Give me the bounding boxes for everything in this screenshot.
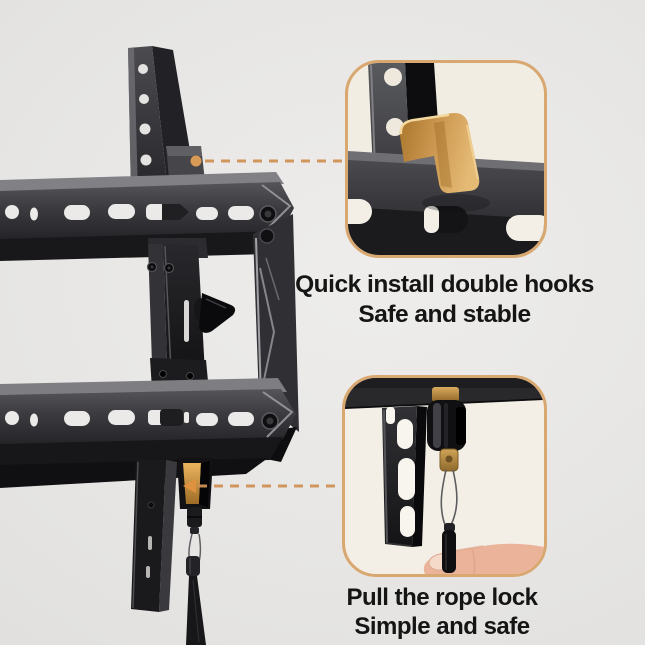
caption-hook: Quick install double hooks Safe and stab… bbox=[262, 270, 627, 330]
rope-lock-cylinder bbox=[427, 387, 466, 532]
top-rail bbox=[0, 172, 294, 261]
gold-hook bbox=[399, 113, 490, 212]
rope-loop bbox=[440, 469, 447, 526]
leader-dot bbox=[190, 155, 202, 167]
callout-hook-detail bbox=[345, 60, 547, 258]
bracket-arm-slots bbox=[382, 406, 427, 547]
caption-rope-lock-line1: Pull the rope lock bbox=[346, 584, 538, 611]
leader-arrow bbox=[183, 479, 196, 493]
caption-rope-lock-line2: Simple and safe bbox=[354, 613, 530, 640]
callout-rope-lock-detail bbox=[342, 375, 547, 577]
tension-knob bbox=[194, 293, 236, 333]
caption-hook-line2: Safe and stable bbox=[358, 301, 531, 328]
caption-hook-line1: Quick install double hooks bbox=[295, 271, 594, 298]
wall-plate-top-arm bbox=[128, 46, 206, 194]
tilt-mechanism bbox=[146, 238, 236, 394]
leader-top bbox=[190, 155, 344, 167]
hand-pulling bbox=[423, 543, 544, 574]
pull-tab bbox=[442, 530, 456, 573]
hook-detail-art bbox=[348, 63, 544, 255]
leader-bottom bbox=[183, 479, 341, 493]
caption-rope-lock: Pull the rope lock Simple and safe bbox=[277, 583, 607, 641]
rope-lock-detail-art bbox=[345, 378, 544, 574]
wall-plate-bottom-strip bbox=[131, 460, 177, 612]
